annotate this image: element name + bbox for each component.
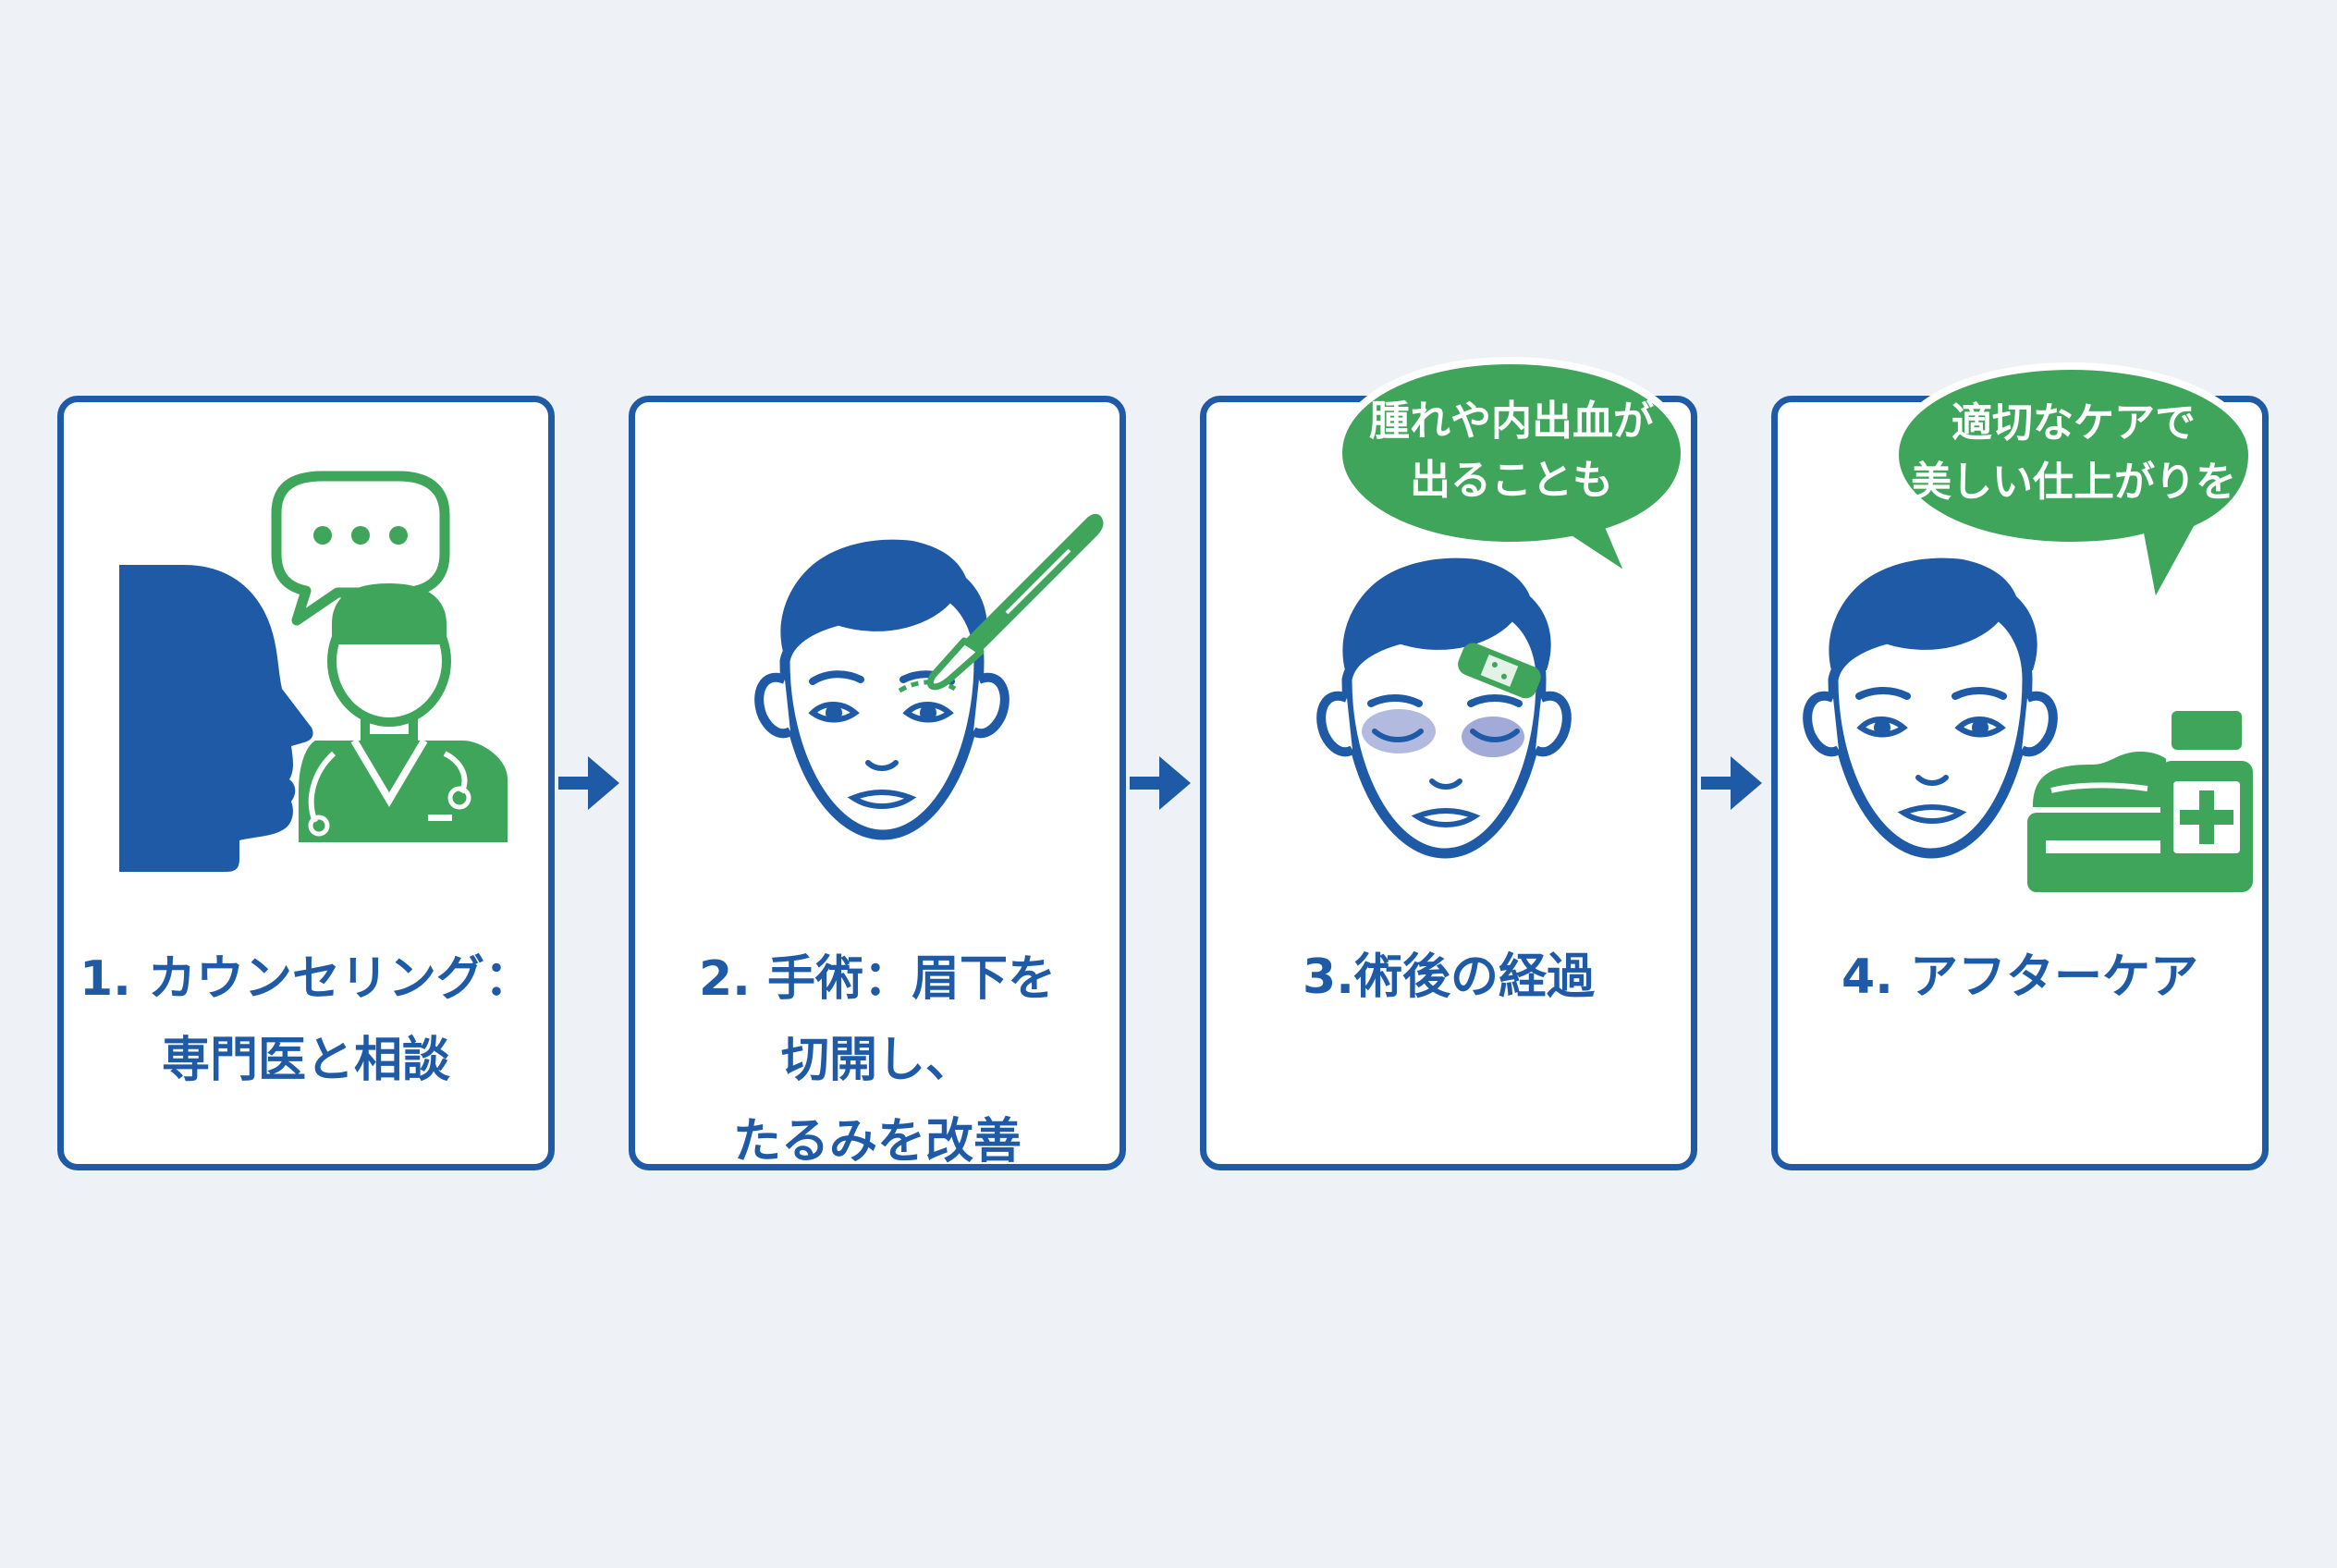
cream-jar-icon xyxy=(2027,752,2186,892)
step-label: 3.術後の経過 xyxy=(1303,949,1595,1005)
step-card-counseling: 1. カウンセリング： 専門医と相談 xyxy=(57,396,555,1170)
doctor-icon xyxy=(299,583,508,842)
silhouette-head-icon xyxy=(119,565,313,872)
callout-text: 適切なケアで 美しい仕上がりを xyxy=(1911,399,2236,506)
speech-bubble-icon xyxy=(271,471,450,626)
medicine-bottle-icon xyxy=(2160,711,2253,892)
step-card-surgery: 2. 手術：眉下を 切開し、 たるみを改善 xyxy=(629,396,1126,1170)
step-label: 2. 手術：眉下を 切開し、 たるみを改善 xyxy=(698,951,1057,1170)
callout-bubble-swelling: 腫れや内出血が 出ることも xyxy=(1329,349,1694,586)
aftercare-illustration xyxy=(1803,557,2253,892)
callout-text: 腫れや内出血が 出ることも xyxy=(1369,398,1654,504)
callout-bubble-shape xyxy=(1334,356,1689,586)
surgery-illustration xyxy=(754,513,1104,840)
bandage-icon xyxy=(1458,643,1541,699)
step-card-aftercare: 4. アフターケア xyxy=(1771,396,2269,1170)
arrow-right-icon xyxy=(1701,756,1762,810)
arrow-right-icon xyxy=(1130,756,1191,810)
callout-bubble-shape xyxy=(1890,361,2257,616)
arrow-right-icon xyxy=(558,756,619,810)
scalpel-icon xyxy=(926,513,1104,691)
counseling-illustration xyxy=(119,471,508,872)
bruised-face-icon xyxy=(1316,557,1572,859)
step-label: 1. カウンセリング： 専門医と相談 xyxy=(79,951,533,1088)
face-icon xyxy=(754,539,1009,840)
face-icon xyxy=(1803,557,2058,859)
step-label: 4. アフターケア xyxy=(1841,949,2199,1005)
recovery-illustration xyxy=(1316,557,1572,859)
callout-bubble-aftercare: 適切なケアで 美しい仕上がりを xyxy=(1886,357,2261,616)
